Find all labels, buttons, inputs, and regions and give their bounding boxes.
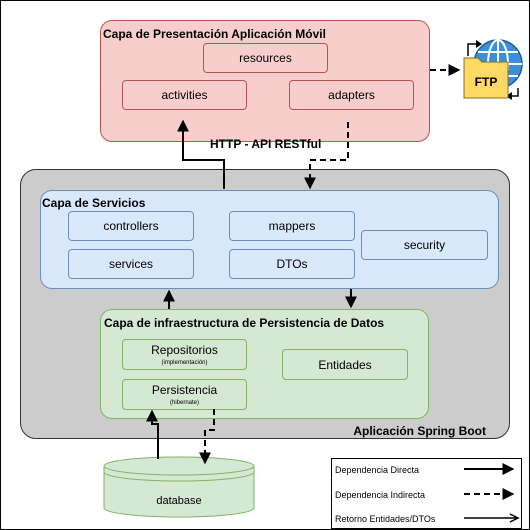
services-layer-title: Capa de Servicios <box>42 196 146 210</box>
controllers-box: controllers <box>68 211 194 241</box>
ftp-folder-icon <box>463 57 509 99</box>
security-box: security <box>361 230 488 260</box>
persistence-to-database-arrow <box>199 409 215 465</box>
ftp-arrow-icon <box>467 40 519 100</box>
database-to-persistence-arrow <box>146 409 159 459</box>
dtos-box: DTOs <box>229 249 355 279</box>
ftp-label: FTP <box>475 75 498 89</box>
services-box: services <box>68 249 194 279</box>
database-cylinder <box>103 456 255 518</box>
entidades-box: Entidades <box>282 349 408 380</box>
http-api-label: HTTP - API RESTful <box>210 137 322 151</box>
legend-return-arrowhead <box>509 513 520 523</box>
services-to-presentation-arrow <box>177 119 225 189</box>
database-label: database <box>156 495 201 507</box>
persistencia-sub: (hibernate) <box>169 400 199 406</box>
legend-indirect-label: Dependencia Indirecta <box>335 490 426 500</box>
repositorios-box: Repositorios (implementación) <box>122 339 247 370</box>
presentation-layer-title: Capa de Presentación Aplicación Móvil <box>103 27 326 41</box>
repositorios-sub: (implementación) <box>161 360 208 366</box>
repositorios-label: Repositorios <box>151 343 218 357</box>
legend-return-label: Retorno Entidades/DTOs <box>335 514 436 524</box>
resources-box: resources <box>203 43 328 73</box>
persistencia-box: Persistencia (hibernate) <box>122 379 247 410</box>
adapters-box: adapters <box>289 80 414 110</box>
persistencia-label: Persistencia <box>151 383 218 397</box>
spring-boot-label: Aplicación Spring Boot <box>353 424 486 438</box>
mappers-box: mappers <box>229 211 355 241</box>
infra-layer-title: Capa de infraestructura de Persistencia … <box>104 316 385 330</box>
presentation-to-services-arrow <box>304 122 349 190</box>
legend-direct-label: Dependencia Directa <box>335 465 420 475</box>
activities-box: activities <box>122 80 247 110</box>
